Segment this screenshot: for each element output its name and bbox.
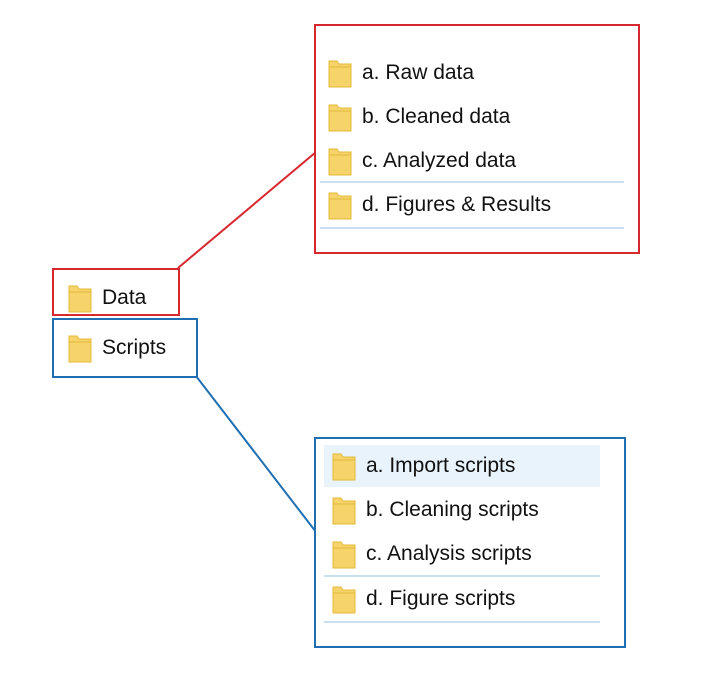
list-item-cleaned-data[interactable]: b. Cleaned data: [328, 98, 624, 136]
list-item-figures-results[interactable]: d. Figures & Results: [320, 181, 624, 229]
folder-icon: [328, 146, 352, 176]
folder-icon: [332, 495, 356, 525]
folder-icon: [332, 539, 356, 569]
folder-scripts[interactable]: Scripts: [68, 329, 194, 367]
folder-icon: [332, 584, 356, 614]
folder-icon: [332, 451, 356, 481]
scripts-connector-line: [195, 375, 317, 533]
folder-icon: [328, 58, 352, 88]
data-subfolders-panel: a. Raw data b. Cleaned data c. Analyzed …: [314, 24, 640, 254]
list-item-cleaning-scripts[interactable]: b. Cleaning scripts: [332, 491, 608, 529]
list-item-import-scripts[interactable]: a. Import scripts: [324, 445, 600, 487]
folder-data[interactable]: Data: [68, 279, 178, 317]
list-item-analyzed-data[interactable]: c. Analyzed data: [328, 142, 624, 180]
list-item-analysis-scripts[interactable]: c. Analysis scripts: [332, 535, 608, 573]
list-item-raw-data[interactable]: a. Raw data: [328, 54, 624, 92]
folder-icon: [328, 190, 352, 220]
data-connector-line: [177, 151, 317, 269]
folder-icon: [68, 283, 92, 313]
list-item-figure-scripts[interactable]: d. Figure scripts: [324, 575, 600, 623]
folder-icon: [328, 102, 352, 132]
folder-icon: [68, 333, 92, 363]
scripts-subfolders-panel: a. Import scripts b. Cleaning scripts c.…: [314, 437, 626, 648]
